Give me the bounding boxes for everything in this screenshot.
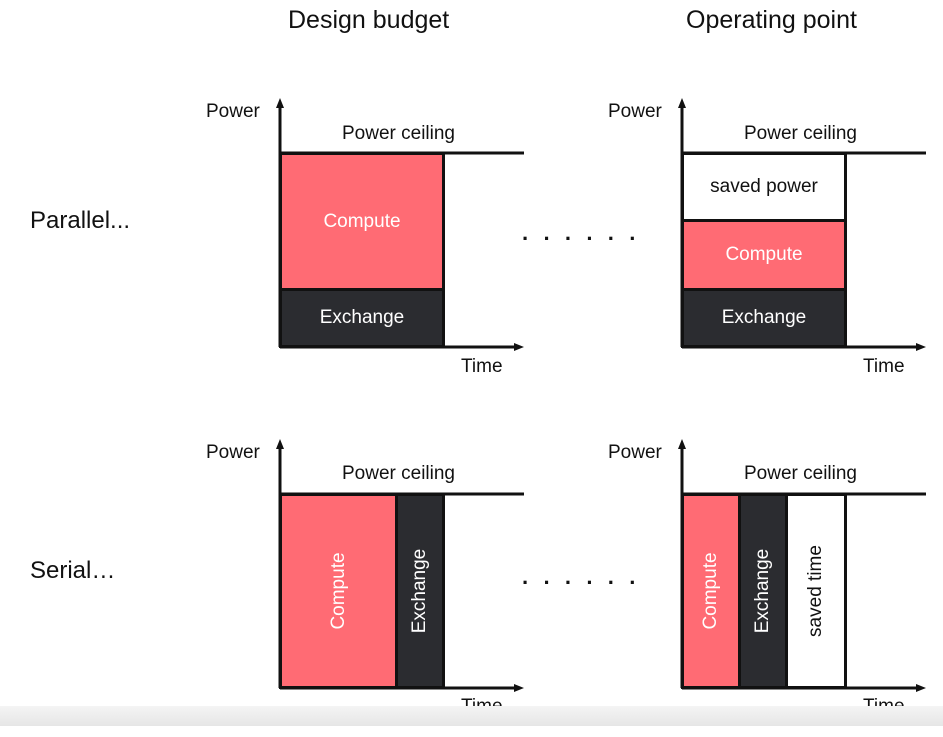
- compute-block: Compute: [681, 219, 847, 291]
- power-axis-label: Power: [608, 442, 662, 463]
- serial-design-panel: Power Power ceiling Time Compute Exchang…: [200, 437, 524, 737]
- parallel-design-panel: Power Power ceiling Time Compute Exchang…: [200, 96, 524, 396]
- compute-block: Compute: [681, 493, 741, 689]
- exchange-block: Exchange: [279, 288, 445, 348]
- exchange-block: Exchange: [395, 493, 445, 689]
- serial-row-label: Serial…: [30, 557, 116, 584]
- bottom-bar: [0, 706, 943, 726]
- compute-block: Compute: [279, 152, 445, 291]
- power-axis-label: Power: [608, 101, 662, 122]
- power-axis-label: Power: [206, 101, 260, 122]
- power-ceiling-label: Power ceiling: [342, 463, 455, 484]
- parallel-separator: · · · · · ·: [522, 226, 641, 251]
- design-budget-header: Design budget: [288, 6, 450, 34]
- time-axis-label: Time: [461, 356, 503, 377]
- time-axis-label: Time: [863, 356, 905, 377]
- parallel-row-label: Parallel...: [30, 207, 131, 234]
- power-ceiling-label: Power ceiling: [744, 463, 857, 484]
- serial-separator: · · · · · ·: [522, 570, 641, 595]
- exchange-block: Exchange: [681, 288, 847, 348]
- parallel-operating-panel: Power Power ceiling Time saved power Com…: [602, 96, 926, 396]
- compute-block: Compute: [279, 493, 398, 689]
- saved-time-block: saved time: [785, 493, 847, 689]
- exchange-block: Exchange: [738, 493, 788, 689]
- serial-operating-panel: Power Power ceiling Time Compute Exchang…: [602, 437, 926, 737]
- power-axis-label: Power: [206, 442, 260, 463]
- operating-point-header: Operating point: [686, 6, 857, 34]
- power-ceiling-label: Power ceiling: [342, 123, 455, 144]
- power-ceiling-label: Power ceiling: [744, 123, 857, 144]
- saved-power-block: saved power: [681, 152, 847, 222]
